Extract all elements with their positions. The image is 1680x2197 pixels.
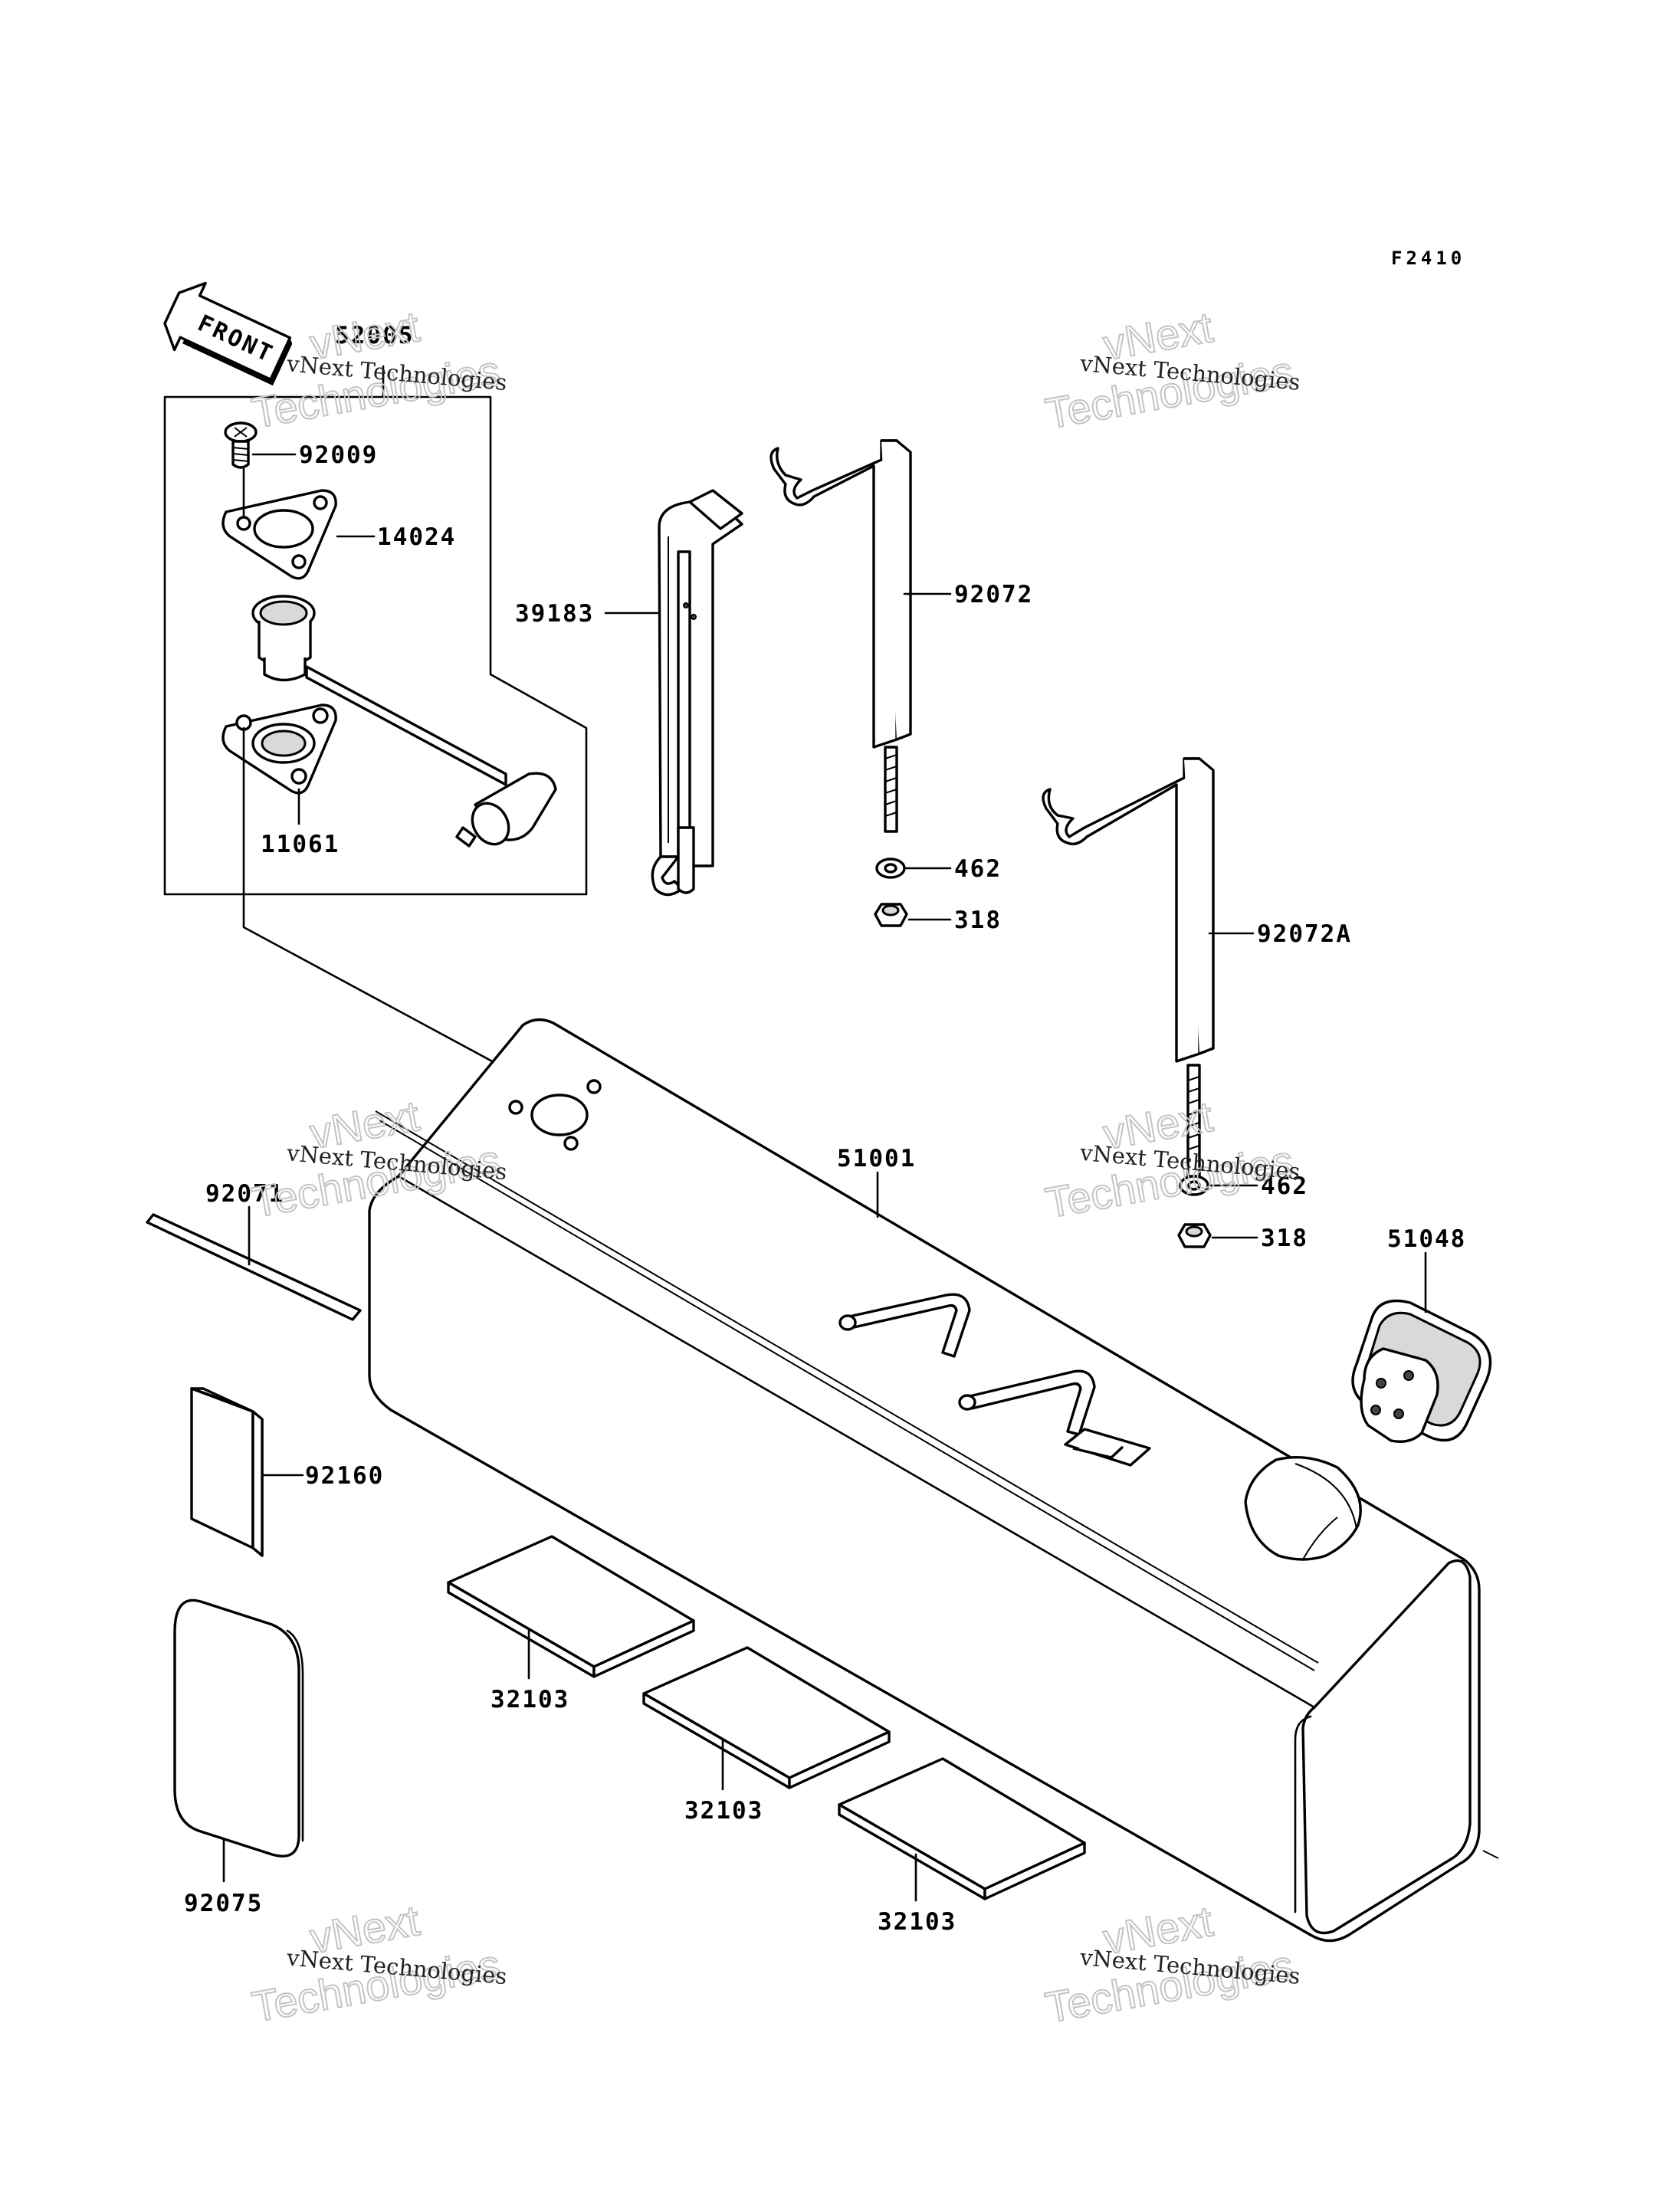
callout-52005: 52005 xyxy=(335,322,414,349)
watermark-mid-right: vNext Technologies vNext Technologies xyxy=(1041,1091,1301,1228)
fuel-tank-51001 xyxy=(368,1018,1499,1943)
washer-462-lower xyxy=(1179,1175,1258,1196)
sender-unit-group xyxy=(163,365,588,896)
fuel-sender xyxy=(251,595,557,848)
callout-92075: 92075 xyxy=(184,1890,263,1917)
callout-92072A: 92072A xyxy=(1257,920,1352,948)
callout-92009: 92009 xyxy=(299,441,378,469)
callout-32103-b: 32103 xyxy=(684,1797,763,1825)
sender-leader-line xyxy=(242,922,515,1105)
callout-462-lower: 462 xyxy=(1261,1172,1308,1200)
bracket-39183 xyxy=(604,489,743,897)
pad-92075 xyxy=(173,1599,304,1883)
callout-92160: 92160 xyxy=(305,1462,384,1490)
fuel-cap-51048 xyxy=(1351,1251,1492,1443)
callout-51001: 51001 xyxy=(837,1145,916,1172)
washer-462-upper xyxy=(875,857,952,879)
callout-92071: 92071 xyxy=(205,1180,284,1208)
callout-318-upper: 318 xyxy=(954,907,1002,934)
pad-32103-b xyxy=(642,1646,891,1791)
front-arrow-icon: FRONT xyxy=(163,281,293,386)
callout-11061: 11061 xyxy=(261,831,340,858)
callout-462-upper: 462 xyxy=(954,855,1002,883)
callout-39183: 39183 xyxy=(515,600,594,628)
callout-32103-c: 32103 xyxy=(878,1908,956,1936)
strap-92072A xyxy=(1042,757,1255,1178)
pad-32103-a xyxy=(447,1535,695,1680)
watermark-top-right: vNext Technologies vNext Technologies xyxy=(1041,302,1301,438)
watermark-bottom-left: vNext Technologies vNext Technologies xyxy=(248,1895,508,2031)
callout-14024: 14024 xyxy=(377,523,456,551)
figure-reference: F2410 xyxy=(1391,248,1465,269)
callout-92072: 92072 xyxy=(954,581,1033,608)
pad-32103-c xyxy=(838,1757,1086,1902)
callout-318-lower: 318 xyxy=(1261,1225,1308,1252)
gasket-11061 xyxy=(221,703,337,925)
screw-92009 xyxy=(224,421,297,469)
strip-92071 xyxy=(146,1205,362,1321)
nut-318-lower xyxy=(1177,1223,1258,1248)
nut-318-upper xyxy=(874,903,952,927)
strap-92072 xyxy=(769,439,952,833)
callout-32103-a: 32103 xyxy=(491,1686,569,1713)
pad-92160 xyxy=(190,1387,304,1557)
callout-51048: 51048 xyxy=(1387,1225,1466,1253)
plate-14024 xyxy=(221,467,376,580)
